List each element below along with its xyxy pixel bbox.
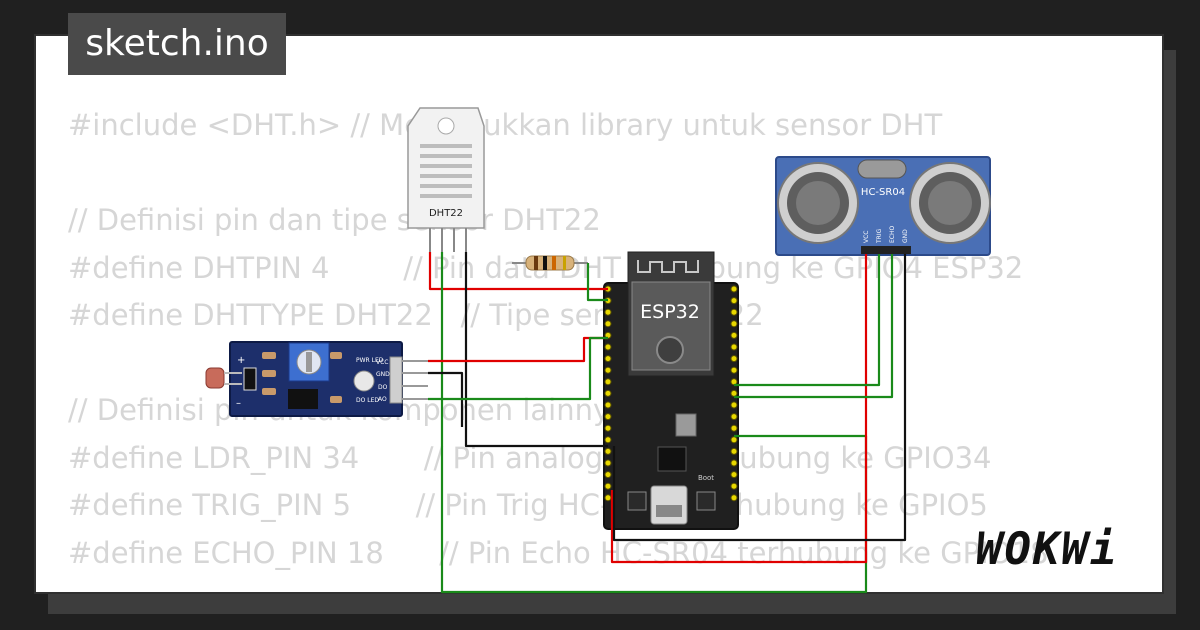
ldr-pin-gnd-label: GND xyxy=(376,371,390,378)
esp32-pin-right[interactable] xyxy=(730,320,738,328)
esp32-pin-right[interactable] xyxy=(730,366,738,374)
esp32-pin-left[interactable] xyxy=(604,320,612,328)
esp32-pin-right[interactable] xyxy=(730,331,738,339)
wire-hc-trig xyxy=(734,254,881,387)
sketch-file-tab[interactable]: sketch.ino xyxy=(68,13,286,75)
esp32-pin-right[interactable] xyxy=(730,413,738,421)
esp32-pin-left[interactable] xyxy=(604,471,612,479)
esp32-pin-left[interactable] xyxy=(604,308,612,316)
wire-resistor xyxy=(586,263,608,302)
hc-pin-gnd-label: GND xyxy=(902,229,909,243)
boot-button[interactable] xyxy=(696,491,716,511)
dht22-label: DHT22 xyxy=(429,208,463,219)
sonar-transducer-left xyxy=(777,162,859,244)
esp32-pin-right[interactable] xyxy=(730,447,738,455)
wires xyxy=(428,252,907,594)
esp32-pin-left[interactable] xyxy=(604,447,612,455)
usb-uart-chip xyxy=(657,446,687,472)
wire-ldr-ao xyxy=(428,336,608,401)
wire-hc-echo xyxy=(734,254,894,399)
dht22-sensor[interactable]: DHT22 xyxy=(407,107,485,252)
esp32-pin-left[interactable] xyxy=(604,494,612,502)
esp32-pin-left[interactable] xyxy=(604,424,612,432)
espressif-logo xyxy=(656,336,684,364)
boot-label: Boot xyxy=(698,474,714,482)
esp32-pin-right[interactable] xyxy=(730,308,738,316)
esp32-pin-right[interactable] xyxy=(730,424,738,432)
ldr-minus-label: – xyxy=(236,398,241,409)
esp32-pin-left[interactable] xyxy=(604,343,612,351)
esp32-pin-right[interactable] xyxy=(730,471,738,479)
esp32-pin-left[interactable] xyxy=(604,459,612,467)
esp32-pin-right[interactable] xyxy=(730,389,738,397)
pwr-led-label: PWR LED xyxy=(356,357,384,364)
do-led-label: DO LED xyxy=(356,397,379,404)
ldr-pin-ao-label: AO xyxy=(378,396,387,403)
esp32-pin-left[interactable] xyxy=(604,355,612,363)
photoresistor xyxy=(205,367,225,389)
esp32-pin-right[interactable] xyxy=(730,297,738,305)
esp32-pin-left[interactable] xyxy=(604,401,612,409)
hc-sr04-sensor[interactable]: HC-SR04 VCC TRIG ECHO GND xyxy=(775,156,991,256)
esp32-pin-right[interactable] xyxy=(730,482,738,490)
esp32-pin-right[interactable] xyxy=(730,343,738,351)
wire-dht-data xyxy=(440,252,868,594)
ldr-plus-label: + xyxy=(237,355,245,366)
wire-dht-vcc xyxy=(428,252,608,291)
voltage-regulator xyxy=(675,413,697,437)
esp32-board[interactable]: ESP32 Boot xyxy=(603,251,739,530)
preview-card: #include <DHT.h> // Memasukkan library u… xyxy=(34,34,1164,594)
esp32-pin-right[interactable] xyxy=(730,494,738,502)
sonar-transducer-right xyxy=(909,162,991,244)
esp32-pin-right[interactable] xyxy=(730,459,738,467)
esp32-pin-left[interactable] xyxy=(604,413,612,421)
wire-hc-gnd xyxy=(612,254,907,542)
en-button[interactable] xyxy=(627,491,647,511)
ldr-module[interactable]: + – PWR LED DO LED VCC GND DO AO xyxy=(205,341,428,417)
esp32-label: ESP32 xyxy=(640,301,700,323)
hc-pin-trig-label: TRIG xyxy=(876,228,883,244)
hc-pin-vcc-label: VCC xyxy=(863,231,870,243)
wire-hc-vcc xyxy=(610,254,868,564)
esp32-pin-left[interactable] xyxy=(604,482,612,490)
hc-sr04-label: HC-SR04 xyxy=(861,187,905,198)
esp32-pin-left[interactable] xyxy=(604,366,612,374)
wire-ldr-vcc xyxy=(428,336,608,363)
comparator-chip xyxy=(288,389,318,409)
code-background: #include <DHT.h> // Memasukkan library u… xyxy=(68,102,1048,577)
wire-ldr-gnd xyxy=(428,371,464,427)
esp32-pin-left[interactable] xyxy=(604,378,612,386)
code-line: #define ECHO_PIN 18 // Pin Echo HC-SR04 … xyxy=(68,535,1049,570)
esp32-pin-left[interactable] xyxy=(604,389,612,397)
resistor[interactable] xyxy=(512,255,588,271)
wire-dht-gnd xyxy=(464,252,608,448)
esp32-pin-right[interactable] xyxy=(730,436,738,444)
hc-pin-echo-label: ECHO xyxy=(889,226,896,243)
code-line: #define LDR_PIN 34 // Pin analog LDR ter… xyxy=(68,440,992,475)
ldr-pin-do-label: DO xyxy=(378,384,388,391)
esp32-pin-right[interactable] xyxy=(730,401,738,409)
esp32-pin-right[interactable] xyxy=(730,285,738,293)
wokwi-logo: WOKWi xyxy=(976,524,1119,575)
ldr-pin-vcc-label: VCC xyxy=(376,359,388,366)
esp32-pin-left[interactable] xyxy=(604,436,612,444)
esp32-pin-right[interactable] xyxy=(730,355,738,363)
